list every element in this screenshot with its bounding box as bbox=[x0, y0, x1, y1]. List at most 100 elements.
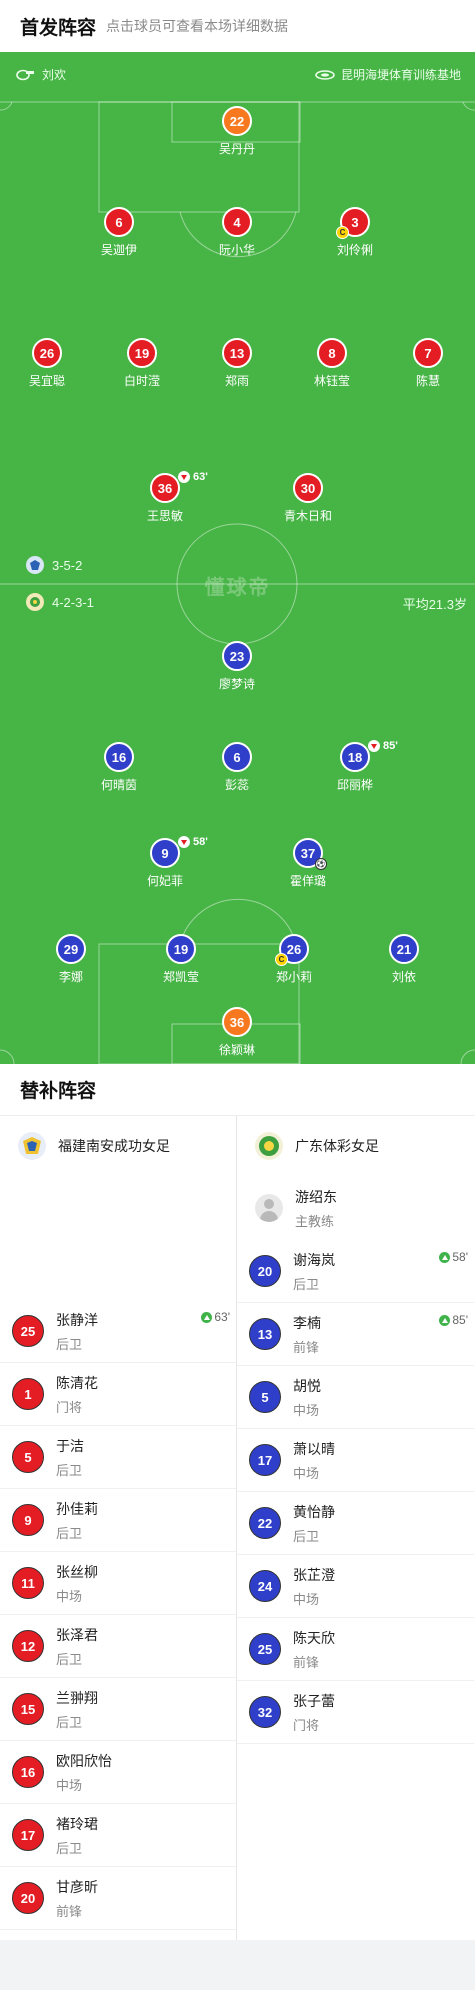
player-name: 吴迦伊 bbox=[100, 243, 137, 257]
player-number: 13 bbox=[222, 338, 252, 368]
shirt-number: 18 bbox=[347, 749, 363, 765]
player-number: 18 85' bbox=[340, 740, 398, 772]
sub-name: 张芷澄 bbox=[293, 1566, 335, 1583]
sub-position: 后卫 bbox=[293, 1528, 320, 1544]
sub-player-row[interactable]: 17 褚玲珺后卫 bbox=[0, 1804, 236, 1867]
away-team-logo-icon bbox=[255, 1132, 283, 1160]
shirt-number: 26 bbox=[286, 941, 302, 957]
shirt-number: 37 bbox=[300, 845, 316, 861]
sub-position: 后卫 bbox=[56, 1651, 83, 1667]
sub-in-icon bbox=[201, 1311, 213, 1323]
player-name: 吴丹丹 bbox=[218, 142, 255, 156]
shirt-number: 16 bbox=[111, 749, 127, 765]
sub-in-minute: 85' bbox=[452, 1313, 468, 1327]
pitch-lines bbox=[0, 101, 475, 1064]
sub-name: 欧阳欣怡 bbox=[56, 1752, 112, 1769]
referee-info: 刘欢 bbox=[16, 66, 66, 83]
sub-number: 25 bbox=[12, 1315, 44, 1347]
player-number: 6 bbox=[222, 742, 252, 772]
substituted-out-marker: 58' bbox=[178, 836, 208, 848]
sub-number: 11 bbox=[12, 1567, 44, 1599]
player-number: 7 bbox=[413, 338, 443, 368]
away-formation: 4-2-3-1 bbox=[26, 593, 94, 611]
sub-out-minute: 85' bbox=[383, 740, 398, 752]
home-team-row[interactable]: 福建南安成功女足 bbox=[0, 1116, 236, 1176]
sub-position: 后卫 bbox=[293, 1276, 320, 1292]
player-name: 青木日和 bbox=[283, 509, 332, 523]
sub-position: 中场 bbox=[293, 1402, 320, 1418]
player-number: 6 bbox=[104, 207, 134, 237]
sub-position: 中场 bbox=[56, 1777, 83, 1793]
away-team-row[interactable]: 广东体彩女足 bbox=[237, 1116, 474, 1176]
player-number: 19 bbox=[127, 338, 157, 368]
captain-badge: C bbox=[336, 226, 349, 239]
player-number: 30 bbox=[293, 473, 323, 503]
sub-name: 黄怡静 bbox=[293, 1503, 335, 1520]
player-name: 李娜 bbox=[58, 970, 83, 984]
sub-number: 15 bbox=[12, 1693, 44, 1725]
home-player[interactable]: 30 青木日和 bbox=[263, 473, 353, 524]
away-team-badge-icon bbox=[26, 593, 44, 611]
sub-name: 褚玲珺 bbox=[56, 1815, 98, 1832]
sub-name: 张子蕾 bbox=[293, 1692, 335, 1709]
substituted-out-marker: 63' bbox=[178, 471, 208, 483]
captain-badge: C bbox=[275, 953, 288, 966]
away-coach-row[interactable]: 游绍东 主教练 bbox=[237, 1176, 474, 1240]
sub-in-minute: 58' bbox=[452, 1250, 468, 1264]
sub-number: 17 bbox=[12, 1819, 44, 1851]
sub-position: 后卫 bbox=[56, 1462, 83, 1478]
away-player[interactable]: 37⚽霍佯璐 bbox=[263, 838, 353, 889]
subs-title: 替补阵容 bbox=[20, 1081, 97, 1102]
player-name: 刘伶俐 bbox=[336, 243, 373, 257]
shirt-number: 29 bbox=[63, 941, 79, 957]
away-player[interactable]: 29 李娜 bbox=[26, 934, 116, 985]
sub-position: 中场 bbox=[293, 1591, 320, 1607]
home-player[interactable]: 6 吴迦伊 bbox=[74, 207, 164, 258]
watermark: 懂球帝 bbox=[204, 577, 271, 599]
sub-position: 后卫 bbox=[56, 1840, 83, 1856]
away-team-name: 广东体彩女足 bbox=[295, 1138, 379, 1154]
subs-header: 替补阵容 bbox=[0, 1064, 475, 1116]
player-number: 29 bbox=[56, 934, 86, 964]
